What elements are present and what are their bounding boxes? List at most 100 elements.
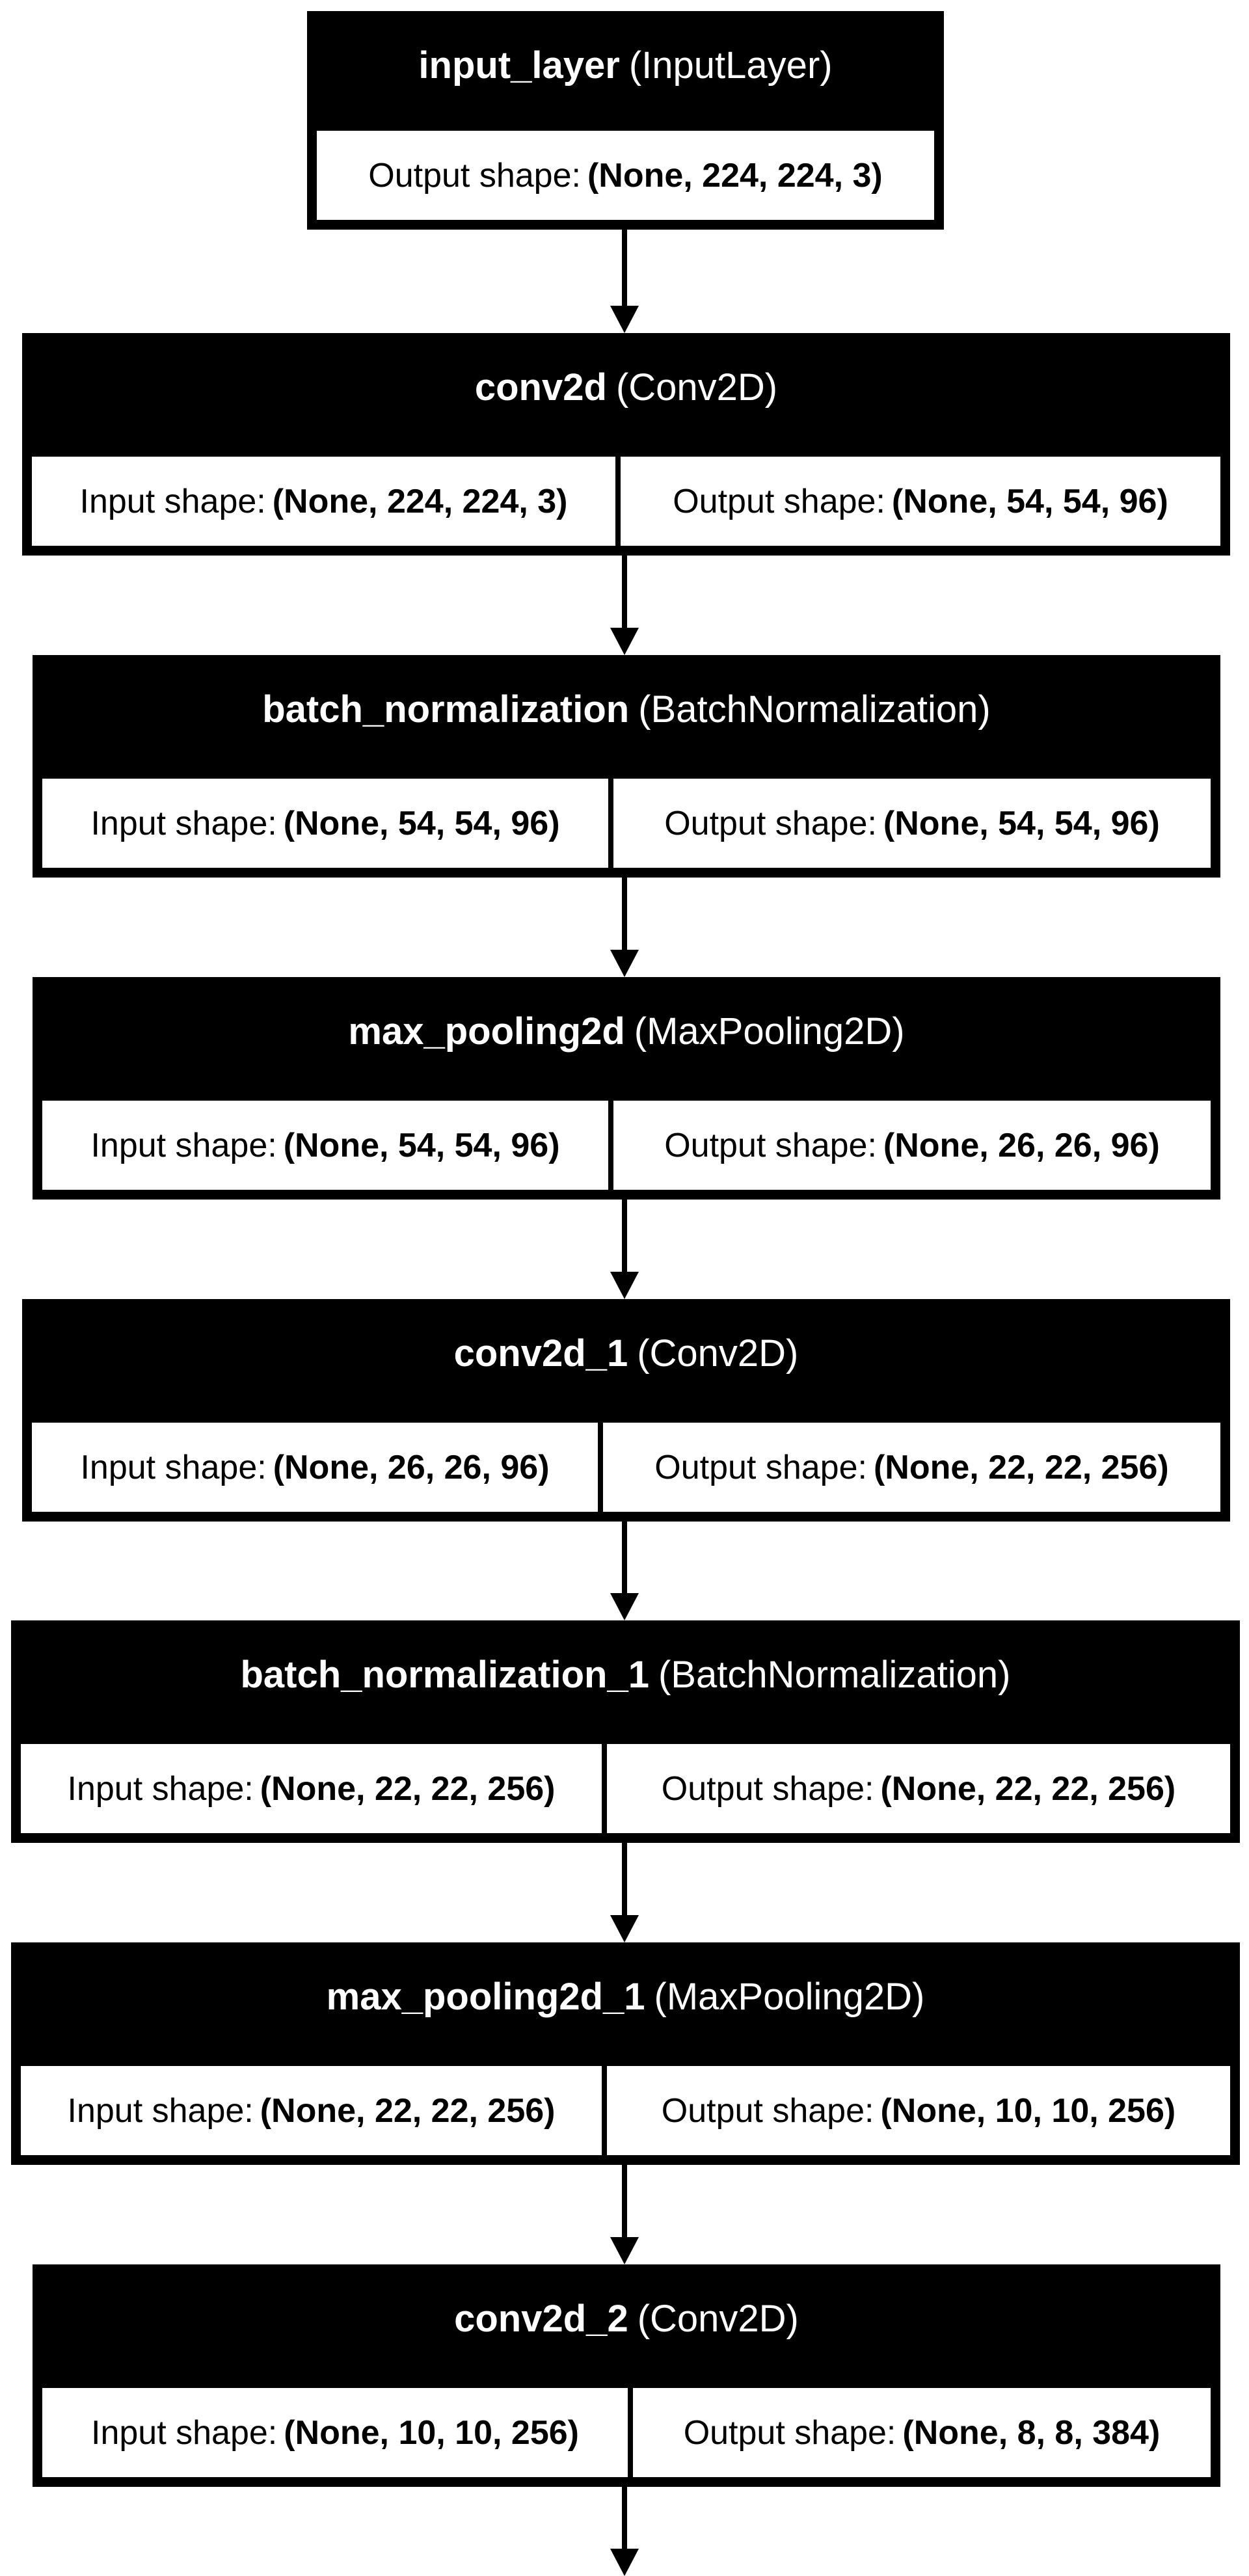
edge-arrow-shaft xyxy=(622,556,627,636)
edge-arrow-head xyxy=(610,628,639,655)
output-shape-cell: Output shape:(None, 54, 54, 96) xyxy=(621,457,1220,546)
layer-type: (BatchNormalization) xyxy=(638,688,991,731)
output-shape-label: Output shape: xyxy=(664,804,877,842)
layer-node-batch_normalization_1: batch_normalization_1(BatchNormalization… xyxy=(11,1620,1240,1843)
input-shape-cell: Input shape:(None, 10, 10, 256) xyxy=(42,2388,628,2477)
input-shape-cell: Input shape:(None, 54, 54, 96) xyxy=(42,1101,608,1190)
edge-arrow xyxy=(610,878,639,977)
edge-arrow xyxy=(610,556,639,655)
input-shape-value: (None, 22, 22, 256) xyxy=(260,1769,556,1808)
edge-arrow-head xyxy=(610,2237,639,2264)
input-shape-cell: Input shape:(None, 26, 26, 96) xyxy=(32,1423,598,1512)
edge-arrow-shaft xyxy=(622,2165,627,2245)
layer-header: max_pooling2d_1(MaxPooling2D) xyxy=(11,1942,1240,2050)
layer-type: (MaxPooling2D) xyxy=(634,1010,905,1053)
edge-arrow xyxy=(610,230,639,333)
edge-arrow-shaft xyxy=(622,878,627,958)
output-shape-cell: Output shape:(None, 224, 224, 3) xyxy=(317,131,934,220)
layer-name: conv2d_1 xyxy=(453,1332,628,1375)
output-shape-label: Output shape: xyxy=(661,2091,874,2130)
edge-arrow-shaft xyxy=(622,2487,627,2556)
input-shape-label: Input shape: xyxy=(67,1769,254,1808)
input-shape-cell: Input shape:(None, 22, 22, 256) xyxy=(21,1744,602,1833)
edge-arrow xyxy=(610,1200,639,1299)
layer-header: conv2d(Conv2D) xyxy=(22,333,1230,441)
input-shape-label: Input shape: xyxy=(90,804,277,842)
layer-type: (InputLayer) xyxy=(628,44,833,87)
edge-arrow xyxy=(610,2165,639,2264)
layer-header: conv2d_1(Conv2D) xyxy=(22,1299,1230,1407)
output-shape-label: Output shape: xyxy=(664,1126,877,1164)
layer-node-batch_normalization: batch_normalization(BatchNormalization) I… xyxy=(33,655,1220,878)
layer-header: batch_normalization(BatchNormalization) xyxy=(33,655,1220,763)
input-shape-value: (None, 26, 26, 96) xyxy=(273,1448,550,1486)
input-shape-label: Input shape: xyxy=(90,1126,277,1164)
layer-type: (BatchNormalization) xyxy=(658,1653,1011,1696)
output-shape-value: (None, 22, 22, 256) xyxy=(873,1448,1169,1486)
input-shape-label: Input shape: xyxy=(67,2091,254,2130)
layer-header: conv2d_2(Conv2D) xyxy=(33,2264,1220,2372)
layer-header: max_pooling2d(MaxPooling2D) xyxy=(33,977,1220,1085)
layer-name: max_pooling2d xyxy=(348,1010,625,1053)
output-shape-value: (None, 10, 10, 256) xyxy=(880,2091,1176,2130)
output-shape-cell: Output shape:(None, 26, 26, 96) xyxy=(613,1101,1211,1190)
output-shape-label: Output shape: xyxy=(654,1448,867,1486)
layer-header: batch_normalization_1(BatchNormalization… xyxy=(11,1620,1240,1728)
layer-name: input_layer xyxy=(418,44,620,87)
input-shape-value: (None, 54, 54, 96) xyxy=(283,1126,560,1164)
output-shape-label: Output shape: xyxy=(368,156,581,195)
output-shape-cell: Output shape:(None, 10, 10, 256) xyxy=(607,2066,1230,2155)
edge-arrow-head xyxy=(610,1915,639,1942)
edge-arrow-head xyxy=(610,1593,639,1620)
edge-arrow-shaft xyxy=(622,1522,627,1601)
output-shape-value: (None, 22, 22, 256) xyxy=(880,1769,1176,1808)
output-shape-cell: Output shape:(None, 22, 22, 256) xyxy=(603,1423,1220,1512)
layer-node-max_pooling2d_1: max_pooling2d_1(MaxPooling2D) Input shape… xyxy=(11,1942,1240,2165)
input-shape-value: (None, 10, 10, 256) xyxy=(284,2413,579,2452)
input-shape-cell: Input shape:(None, 22, 22, 256) xyxy=(21,2066,602,2155)
output-shape-cell: Output shape:(None, 8, 8, 384) xyxy=(633,2388,1211,2477)
edge-arrow-shaft xyxy=(622,230,627,314)
output-shape-value: (None, 54, 54, 96) xyxy=(883,804,1160,842)
input-shape-value: (None, 54, 54, 96) xyxy=(283,804,560,842)
edge-arrow-head xyxy=(610,306,639,333)
layer-node-conv2d_2: conv2d_2(Conv2D) Input shape:(None, 10, 1… xyxy=(33,2264,1220,2487)
layer-type: (Conv2D) xyxy=(615,366,778,409)
layer-node-conv2d_1: conv2d_1(Conv2D) Input shape:(None, 26, 2… xyxy=(22,1299,1230,1522)
output-shape-label: Output shape: xyxy=(673,482,885,520)
layer-name: conv2d_2 xyxy=(454,2297,628,2340)
input-shape-cell: Input shape:(None, 224, 224, 3) xyxy=(32,457,615,546)
edge-arrow xyxy=(610,1522,639,1620)
output-shape-value: (None, 54, 54, 96) xyxy=(891,482,1168,520)
edge-arrow-head xyxy=(610,2549,639,2576)
output-shape-value: (None, 224, 224, 3) xyxy=(587,156,883,195)
layer-name: batch_normalization_1 xyxy=(240,1653,649,1696)
layer-node-input_layer: input_layer(InputLayer) Output shape:(Non… xyxy=(307,11,944,230)
output-shape-cell: Output shape:(None, 22, 22, 256) xyxy=(607,1744,1230,1833)
output-shape-value: (None, 8, 8, 384) xyxy=(902,2413,1161,2452)
edge-arrow-shaft xyxy=(622,1843,627,1923)
edge-arrow-head xyxy=(610,1272,639,1299)
layer-type: (Conv2D) xyxy=(637,1332,799,1375)
layer-header: input_layer(InputLayer) xyxy=(307,11,944,119)
input-shape-label: Input shape: xyxy=(79,482,266,520)
layer-type: (MaxPooling2D) xyxy=(654,1975,925,2018)
input-shape-label: Input shape: xyxy=(91,2413,278,2452)
input-shape-value: (None, 22, 22, 256) xyxy=(260,2091,556,2130)
output-shape-label: Output shape: xyxy=(683,2413,896,2452)
layer-name: conv2d xyxy=(474,366,607,409)
edge-arrow-shaft xyxy=(622,1200,627,1280)
layer-type: (Conv2D) xyxy=(637,2297,799,2340)
edge-arrow xyxy=(610,1843,639,1942)
layer-node-conv2d: conv2d(Conv2D) Input shape:(None, 224, 22… xyxy=(22,333,1230,556)
output-shape-cell: Output shape:(None, 54, 54, 96) xyxy=(613,779,1211,868)
input-shape-value: (None, 224, 224, 3) xyxy=(272,482,568,520)
input-shape-cell: Input shape:(None, 54, 54, 96) xyxy=(42,779,608,868)
layer-name: max_pooling2d_1 xyxy=(326,1975,645,2018)
edge-arrow-head xyxy=(610,950,639,977)
layer-node-max_pooling2d: max_pooling2d(MaxPooling2D)Input shape:(… xyxy=(33,977,1220,1200)
input-shape-label: Input shape: xyxy=(80,1448,267,1486)
output-shape-value: (None, 26, 26, 96) xyxy=(883,1126,1160,1164)
layer-name: batch_normalization xyxy=(262,688,630,731)
